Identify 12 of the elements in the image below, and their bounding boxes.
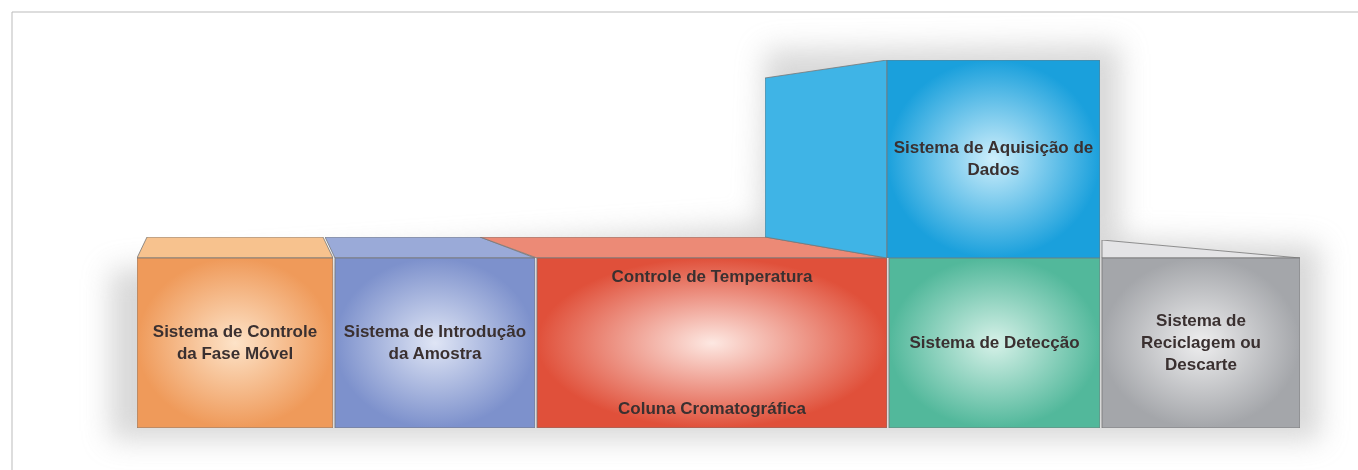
module-block	[765, 60, 1100, 258]
module-block	[1100, 240, 1300, 428]
module-label: Sistema de Introdução da Amostra	[342, 321, 528, 365]
module-label: Coluna Cromatográfica	[618, 398, 806, 420]
module-label: Sistema de Controle da Fase Móvel	[151, 321, 319, 365]
module-label: Sistema de Reciclagem ou Descarte	[1140, 310, 1262, 376]
module-block	[887, 258, 1100, 428]
module-block	[137, 237, 333, 428]
module-label: Controle de Temperatura	[611, 266, 813, 288]
module-block	[325, 237, 535, 428]
module-label: Sistema de Detecção	[909, 332, 1080, 354]
module-label: Sistema de Aquisição de Dados	[893, 137, 1094, 181]
